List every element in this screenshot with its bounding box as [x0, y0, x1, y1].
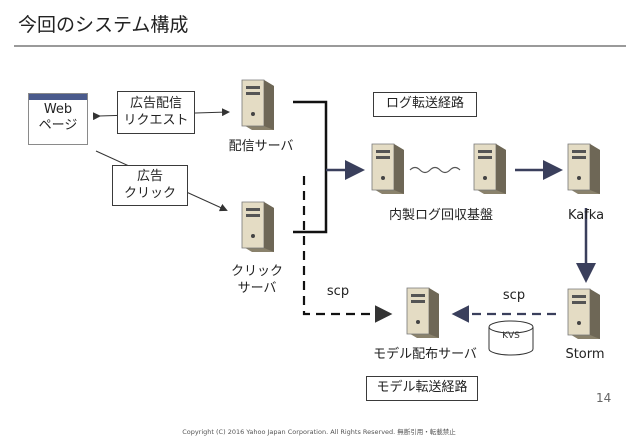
delivery-server-label: 配信サーバ	[228, 139, 294, 154]
model-server-label: モデル配布サーバ	[373, 347, 477, 362]
log-route-box: ログ転送経路	[373, 92, 477, 117]
kvs-database-icon	[488, 320, 534, 356]
storm-label: Storm	[565, 347, 605, 362]
server-icon	[371, 143, 404, 194]
server-icon	[567, 288, 600, 339]
slide-title: 今回のシステム構成	[18, 14, 189, 36]
title-divider	[14, 45, 626, 47]
kafka-label: Kafka	[567, 208, 605, 223]
ad-click-box: 広告 クリック	[112, 165, 188, 206]
web-page-box: Web ページ	[28, 93, 88, 145]
scp-left-label: scp	[326, 284, 350, 299]
kvs-label: KVS	[502, 331, 520, 341]
click-model-dashed	[302, 176, 393, 323]
scp-right-label: scp	[502, 288, 526, 303]
server-icon	[241, 79, 274, 130]
server-icon	[567, 143, 600, 194]
web-page-label: Web ページ	[38, 102, 78, 134]
server-icon	[241, 201, 274, 252]
click-log-line	[293, 170, 328, 234]
server-icon	[406, 287, 439, 338]
web-page-titlebar	[29, 94, 87, 100]
page-number: 14	[596, 391, 612, 405]
click-server-label: クリック サーバ	[230, 264, 283, 296]
model-route-box: モデル転送経路	[366, 376, 478, 401]
ad-request-box: 広告配信 リクエスト	[117, 91, 195, 134]
delivery-log-line	[293, 100, 328, 170]
log-infra-label: 内製ログ回収基盤	[388, 208, 493, 223]
copyright-footer: Copyright (C) 2016 Yahoo Japan Corporati…	[182, 428, 456, 436]
log-wave-link	[409, 166, 461, 174]
server-icon	[473, 143, 506, 194]
